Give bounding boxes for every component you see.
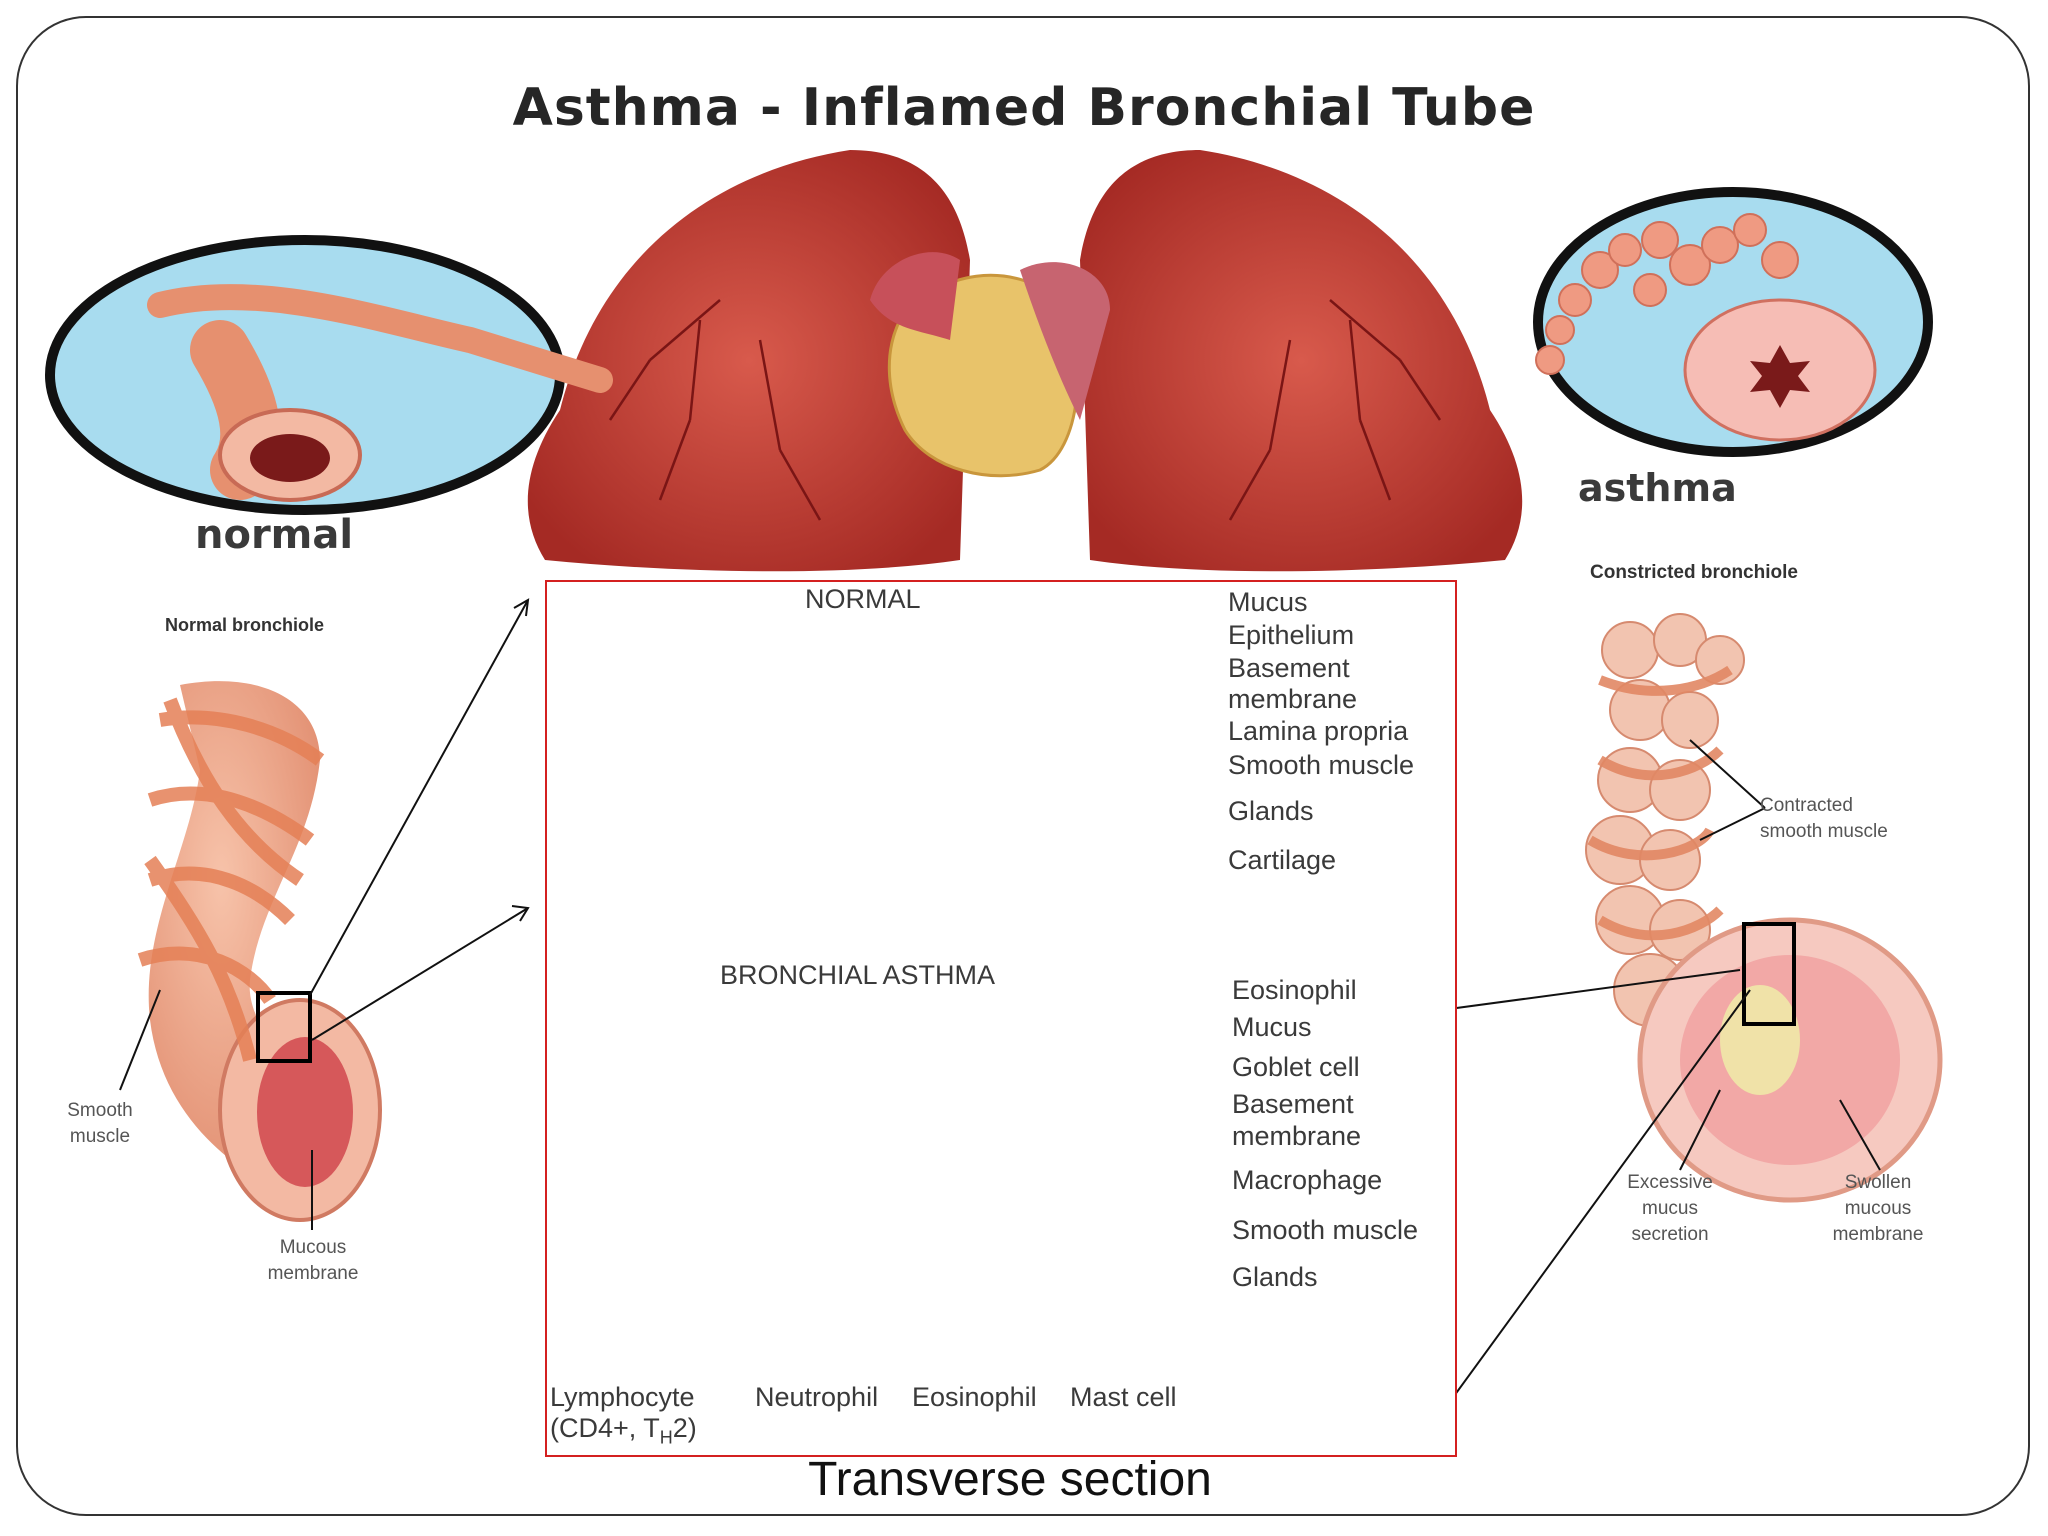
page-title: Asthma - Inflamed Bronchial Tube (512, 78, 1536, 138)
label-mast-cell: Mast cell (1070, 1382, 1177, 1412)
asthma-label-glands: Glands (1232, 1262, 1318, 1292)
asthma-label-basement: Basement (1232, 1089, 1354, 1119)
asthma-bronchus-circle (1533, 187, 1933, 457)
asthma-label: asthma (1578, 466, 1737, 510)
slide-frame (16, 16, 2030, 1516)
asthma-label-eosinophil: Eosinophil (1232, 975, 1357, 1005)
asthma-label-goblet-cell: Goblet cell (1232, 1052, 1360, 1082)
transverse-section-panel (545, 580, 1457, 1457)
normal-label-epithelium: Epithelium (1228, 620, 1355, 650)
normal-section-heading: NORMAL (805, 584, 921, 614)
normal-label-glands: Glands (1228, 796, 1314, 826)
lungs-illustration (527, 150, 1523, 572)
constricted-bronchiole-illustration (1585, 613, 1943, 1203)
caption: Transverse section (808, 1453, 1212, 1506)
asthma-label-membrane: membrane (1232, 1121, 1362, 1151)
normal-label-basement: Basement (1228, 653, 1350, 683)
asthma-label-macrophage: Macrophage (1232, 1165, 1383, 1195)
normal-bronchus-circle (45, 235, 613, 515)
normal-label-membrane: membrane (1228, 684, 1358, 714)
normal-label-smooth-muscle: Smooth muscle (1228, 750, 1415, 780)
normal-label-mucus: Mucus (1228, 587, 1308, 617)
normal-label-cartilage: Cartilage (1228, 845, 1337, 875)
normal-bronchiole-illustration (137, 681, 382, 1222)
label-lymphocyte: Lymphocyte (CD4+, TH2) (550, 1382, 697, 1448)
asthma-section-heading: BRONCHIAL ASTHMA (720, 960, 996, 990)
label-neutrophil: Neutrophil (755, 1382, 879, 1412)
normal-bronchiole-heading: Normal bronchiole (165, 615, 325, 635)
asthma-label-smooth-muscle: Smooth muscle (1232, 1215, 1419, 1245)
constricted-bronchiole-heading: Constricted bronchiole (1590, 562, 1798, 583)
label-eosinophil: Eosinophil (912, 1382, 1037, 1412)
normal-label: normal (195, 512, 354, 558)
left-callout-lines (119, 598, 530, 1230)
normal-label-lamina-propria: Lamina propria (1228, 716, 1409, 746)
asthma-label-mucus: Mucus (1232, 1012, 1312, 1042)
